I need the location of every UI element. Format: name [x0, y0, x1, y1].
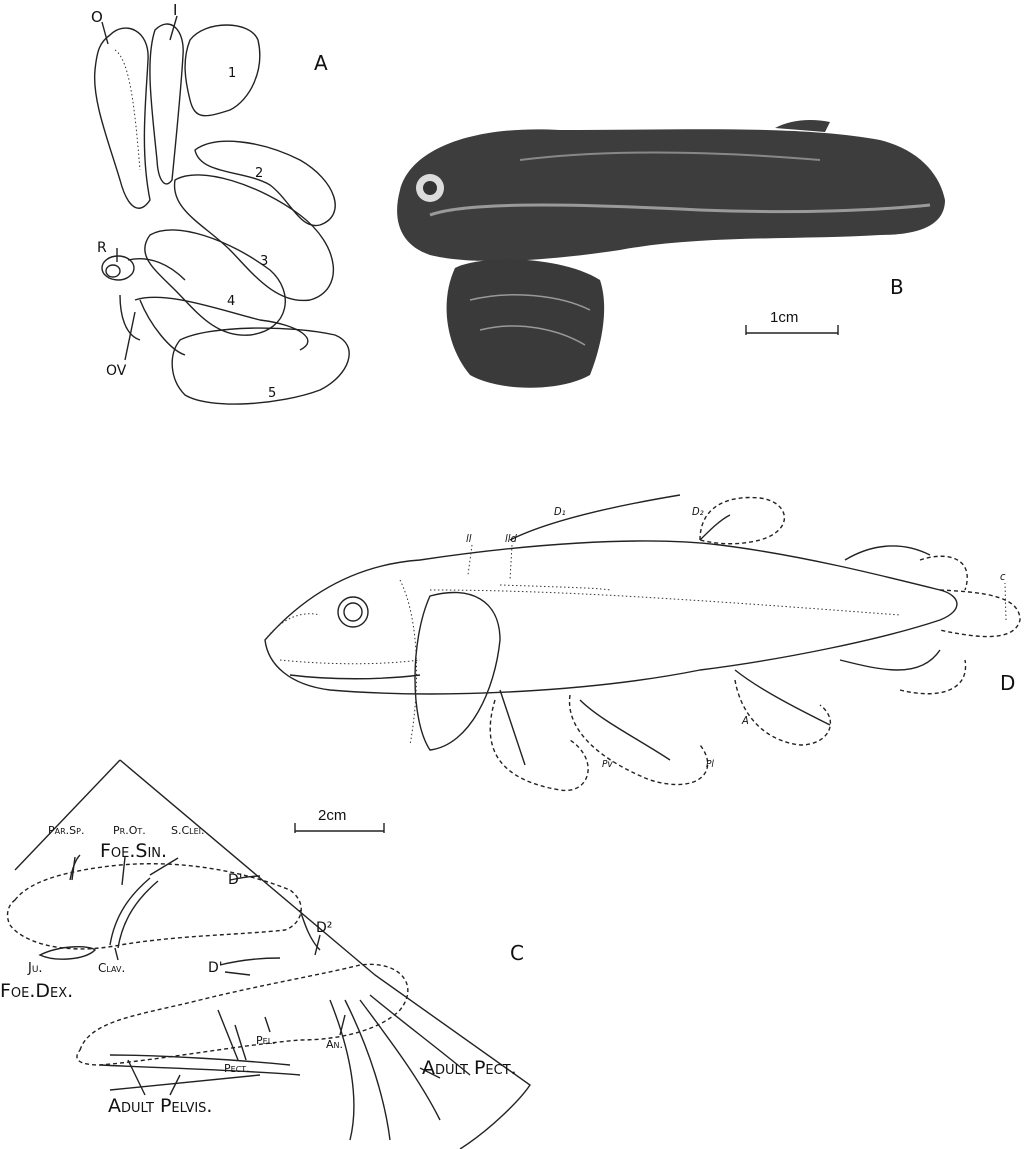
label-pr-ot: Pr.Ot. [113, 824, 146, 837]
panel-letter-c: C [510, 941, 524, 965]
label-embryo-1: 1 [228, 66, 236, 81]
leader-adult-pelvis-b [170, 1075, 180, 1095]
label-d2: D² [316, 920, 332, 936]
label-c: c [1000, 570, 1006, 583]
label-par-sp: Par.Sp. [48, 824, 84, 837]
panel-a-drawing [95, 24, 350, 404]
label-ll: ll [466, 532, 472, 545]
leader-pel [265, 1017, 270, 1032]
panel-letter-b: B [890, 275, 904, 299]
label-d1-top: D' [228, 872, 243, 888]
panel-letter-a: A [314, 51, 328, 75]
panel-b-photo [397, 120, 945, 388]
label-d2: D₂ [692, 505, 704, 518]
label-r: R [97, 240, 107, 256]
scale-label-d: 2cm [318, 807, 346, 824]
label-pl: Pl [706, 759, 714, 770]
leader-d1-low [225, 972, 250, 975]
label-ov: OV [106, 363, 127, 379]
label-embryo-2: 2 [255, 166, 263, 181]
leader-pect-a [218, 1010, 238, 1060]
label-embryo-5: 5 [268, 386, 276, 401]
label-an: An. [326, 1038, 343, 1051]
leader-c [1005, 583, 1006, 620]
label-embryo-3: 3 [260, 254, 268, 269]
label-pect: Pect. [224, 1062, 250, 1075]
label-pel: Pel. [256, 1034, 276, 1047]
label-adult-pect: Adult Pect. [422, 1057, 517, 1079]
panel-d-drawing [265, 495, 1020, 790]
label-clav: Clav. [98, 961, 125, 975]
leader-lld [510, 545, 512, 580]
label-pv: Pv [602, 759, 613, 770]
panel-c-drawing [8, 760, 530, 1149]
label-ju: Ju. [27, 961, 43, 976]
leader-adult-pelvis-a [128, 1060, 145, 1095]
label-i: I [173, 1, 177, 19]
leader-an [340, 1015, 345, 1035]
leader-ll [468, 545, 472, 575]
label-adult-pelvis: Adult Pelvis. [108, 1095, 212, 1117]
label-o: O [91, 8, 103, 26]
leader-clav [115, 948, 118, 960]
label-d1-low: D' [208, 960, 223, 976]
label-lld: lld [505, 532, 518, 545]
label-foe-dex: Foe.Dex. [0, 980, 73, 1002]
scale-label-b: 1cm [770, 309, 798, 326]
label-d1: D₁ [554, 505, 566, 518]
panel-letter-d: D [1000, 671, 1015, 695]
label-foe-sin: Foe.Sin. [100, 840, 167, 862]
label-s-clei: S.Clei. [171, 824, 205, 837]
label-embryo-4: 4 [227, 294, 235, 309]
label-a: A [741, 714, 749, 727]
